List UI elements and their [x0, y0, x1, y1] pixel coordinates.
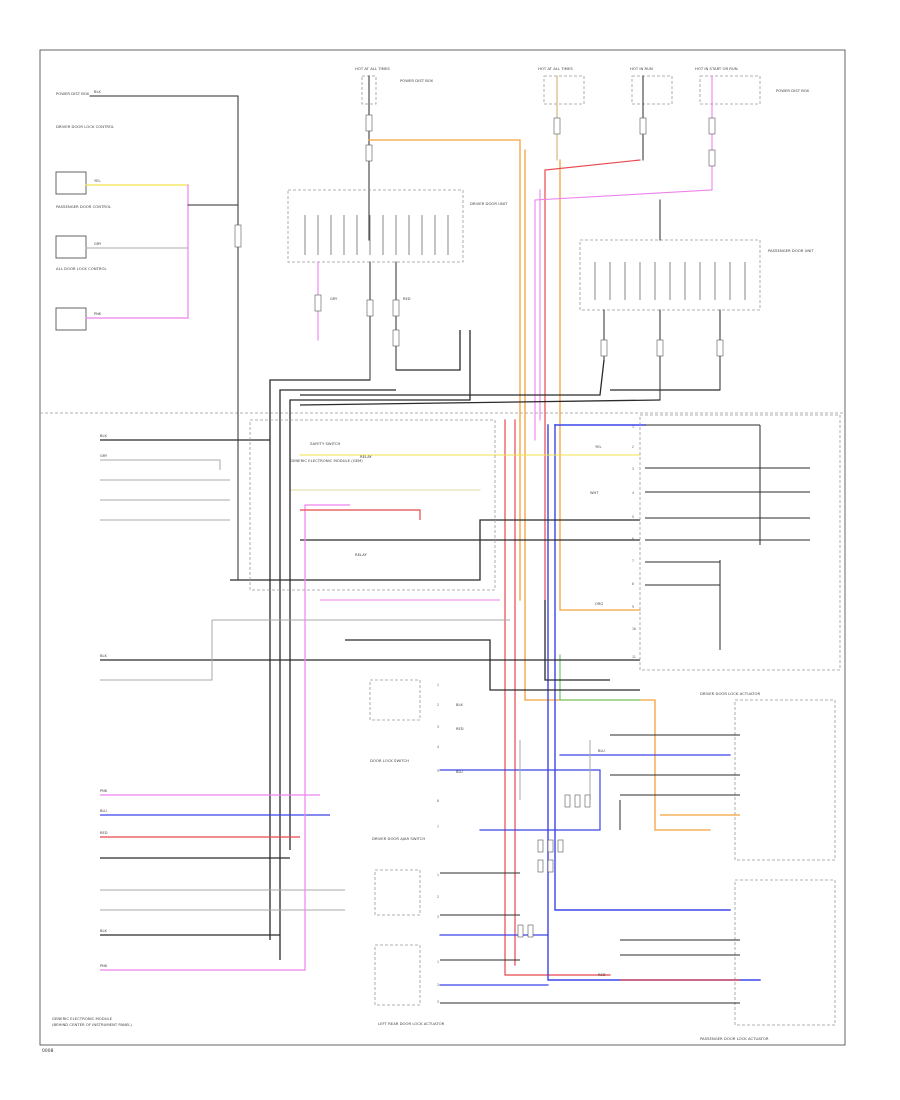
svg-text:2: 2 — [437, 703, 439, 707]
center-connectors — [517, 794, 591, 938]
svg-text:POWER DIST BOX: POWER DIST BOX — [776, 88, 810, 93]
harness-gray — [100, 459, 591, 911]
svg-text:11: 11 — [632, 655, 636, 659]
svg-text:HOT IN START OR RUN: HOT IN START OR RUN — [695, 66, 738, 71]
svg-text:RED: RED — [598, 973, 606, 977]
bus-wires — [289, 139, 761, 986]
right-wire-labels: YEL WHT ORG BLU RED — [590, 445, 606, 977]
svg-text:BLK: BLK — [100, 434, 107, 438]
svg-text:1: 1 — [437, 873, 439, 877]
svg-text:RED: RED — [403, 297, 411, 301]
svg-text:LEFT REAR DOOR LOCK ACTUATOR: LEFT REAR DOOR LOCK ACTUATOR — [378, 1021, 445, 1026]
driver-unit-box: DRIVER DOOR UNIT — [287, 189, 508, 263]
svg-text:DRIVER DOOR AJAR SWITCH: DRIVER DOOR AJAR SWITCH — [372, 836, 425, 841]
page-code: 0008 — [42, 1048, 54, 1054]
svg-text:4: 4 — [632, 491, 634, 495]
svg-text:5: 5 — [632, 515, 634, 519]
svg-text:PASSENGER DOOR LOCK ACTUATOR: PASSENGER DOOR LOCK ACTUATOR — [700, 1036, 769, 1041]
svg-text:1: 1 — [437, 960, 439, 964]
svg-text:GRY: GRY — [330, 297, 338, 301]
svg-text:WHT: WHT — [590, 491, 599, 495]
svg-text:3: 3 — [437, 1000, 439, 1004]
svg-text:PASSENGER DOOR UNIT: PASSENGER DOOR UNIT — [768, 248, 814, 253]
svg-text:RED: RED — [456, 727, 464, 731]
svg-text:BLK: BLK — [100, 654, 107, 658]
gem-module: SAFETY SWITCH RELAY RELAY GENERIC ELECTR… — [249, 419, 496, 591]
svg-text:BLU: BLU — [598, 749, 605, 753]
svg-text:RED: RED — [100, 831, 108, 835]
svg-text:PNK: PNK — [100, 789, 108, 793]
svg-text:4: 4 — [437, 745, 439, 749]
svg-text:1: 1 — [632, 425, 634, 429]
bottom-center-switches: DRIVER DOOR AJAR SWITCH LEFT REAR DOOR L… — [372, 836, 620, 1026]
svg-text:HOT AT ALL TIMES: HOT AT ALL TIMES — [355, 66, 390, 71]
svg-text:3: 3 — [632, 467, 634, 471]
right-actuators: DRIVER DOOR LOCK ACTUATOR PASSENGER DOOR… — [610, 691, 836, 1041]
svg-text:ALL DOOR LOCK CONTROL: ALL DOOR LOCK CONTROL — [56, 266, 108, 271]
svg-text:9: 9 — [632, 605, 634, 609]
svg-text:7: 7 — [632, 559, 634, 563]
driver-unit-drops: GRY RED — [314, 261, 411, 381]
svg-text:HOT AT ALL TIMES: HOT AT ALL TIMES — [538, 66, 573, 71]
left-feeds — [100, 504, 500, 971]
svg-text:7: 7 — [437, 825, 439, 829]
left-wire-labels: BLK GRY PNK BLU RED PNK BLK BLK — [100, 434, 108, 968]
svg-text:BLK: BLK — [456, 703, 463, 707]
svg-text:GENERIC ELECTRONIC MODULE: GENERIC ELECTRONIC MODULE — [52, 1016, 113, 1021]
svg-text:PNK: PNK — [94, 312, 102, 316]
svg-text:RELAY: RELAY — [360, 454, 373, 459]
left-top-legend: POWER DIST BOX BLK DRIVER DOOR LOCK CONT… — [55, 90, 242, 581]
svg-text:2: 2 — [437, 895, 439, 899]
svg-text:PASSENGER DOOR CONTROL: PASSENGER DOOR CONTROL — [56, 204, 112, 209]
svg-text:HOT IN RUN: HOT IN RUN — [630, 66, 653, 71]
svg-text:1: 1 — [437, 683, 439, 687]
left-connector-1 — [55, 171, 87, 195]
svg-text:RELAY: RELAY — [355, 552, 368, 557]
svg-text:POWER DIST BOX: POWER DIST BOX — [400, 78, 434, 83]
svg-text:3: 3 — [437, 915, 439, 919]
svg-text:6: 6 — [632, 537, 634, 541]
svg-text:BLU: BLU — [456, 770, 463, 774]
svg-text:DRIVER DOOR UNIT: DRIVER DOOR UNIT — [470, 201, 508, 206]
harness-black — [100, 330, 720, 960]
svg-text:5: 5 — [437, 769, 439, 773]
svg-text:YEL: YEL — [595, 445, 601, 449]
svg-text:8: 8 — [632, 582, 634, 586]
left-connector-3 — [55, 307, 87, 331]
svg-text:DRIVER DOOR LOCK CONTROL: DRIVER DOOR LOCK CONTROL — [56, 124, 115, 129]
svg-text:3: 3 — [437, 725, 439, 729]
svg-text:GRY: GRY — [100, 454, 108, 458]
diagram-frame — [39, 49, 846, 1046]
svg-text:YEL: YEL — [94, 179, 100, 183]
door-lock-switch: DOOR LOCK SWITCH 1 2 3 4 5 6 7 BLK RED BLU — [369, 679, 464, 829]
top-center-fuse: HOT AT ALL TIMES POWER DIST BOX — [355, 66, 434, 241]
svg-text:(BEHIND CENTER OF INSTRUMENT P: (BEHIND CENTER OF INSTRUMENT PANEL) — [52, 1022, 132, 1027]
top-right-fuses: HOT AT ALL TIMES HOT IN RUN HOT IN START… — [538, 66, 810, 191]
svg-text:2: 2 — [437, 983, 439, 987]
svg-text:6: 6 — [437, 799, 439, 803]
svg-text:DOOR LOCK SWITCH: DOOR LOCK SWITCH — [370, 758, 409, 763]
svg-text:DRIVER DOOR LOCK ACTUATOR: DRIVER DOOR LOCK ACTUATOR — [700, 691, 760, 696]
svg-text:GENERIC ELECTRONIC MODULE (GEM: GENERIC ELECTRONIC MODULE (GEM) — [290, 458, 363, 463]
svg-text:BLU: BLU — [100, 809, 107, 813]
svg-text:BLK: BLK — [100, 929, 107, 933]
passenger-unit-box: PASSENGER DOOR UNIT — [579, 199, 814, 401]
svg-text:BLK: BLK — [94, 90, 101, 94]
svg-text:ORG: ORG — [595, 602, 603, 606]
svg-text:PNK: PNK — [100, 964, 108, 968]
svg-text:10: 10 — [632, 627, 636, 631]
svg-text:SAFETY SWITCH: SAFETY SWITCH — [310, 441, 341, 446]
svg-text:GRY: GRY — [94, 242, 102, 246]
right-connector-block: 1 2 3 4 5 6 7 8 9 10 11 — [632, 414, 841, 671]
svg-text:POWER DIST BOX: POWER DIST BOX — [56, 91, 90, 96]
svg-text:2: 2 — [632, 445, 634, 449]
left-connector-2 — [55, 235, 87, 259]
bottom-left-caption: GENERIC ELECTRONIC MODULE (BEHIND CENTER… — [52, 1016, 132, 1027]
